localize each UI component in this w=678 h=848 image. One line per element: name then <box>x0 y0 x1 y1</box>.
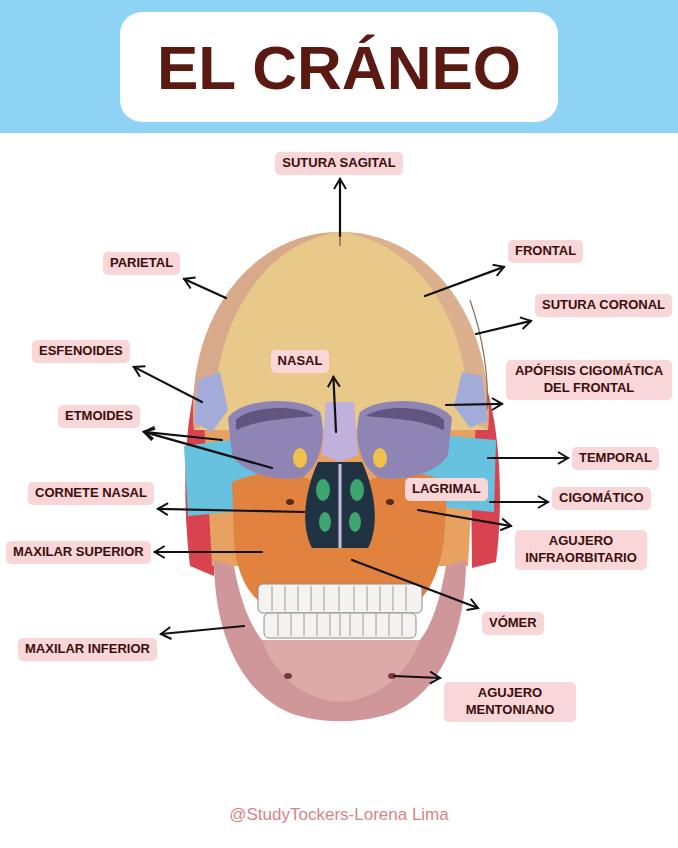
teeth-gaps <box>278 614 402 636</box>
nasal-concha <box>316 479 330 501</box>
label-text: CIGOMÁTICO <box>559 490 644 507</box>
frontal-bone <box>193 232 488 430</box>
leader-arrow <box>161 626 244 634</box>
orbit-shadow <box>366 408 444 430</box>
label-text: SUTURA CORONAL <box>542 297 665 314</box>
label-box: FRONTAL <box>508 240 583 263</box>
label-text: MAXILAR SUPERIOR <box>13 544 144 561</box>
mental-foramen <box>284 673 292 679</box>
orbit-shadow <box>236 408 314 430</box>
infraorbital-foramen <box>286 499 294 505</box>
label-box: SUTURA SAGITAL <box>275 152 402 175</box>
label-box: VÓMER <box>482 612 544 635</box>
label-text: APÓFISIS CIGOMÁTICA DEL FRONTAL <box>513 363 665 397</box>
lacrimal-bone <box>293 448 307 468</box>
leader-arrow <box>134 367 202 402</box>
mandible-chin <box>262 640 420 702</box>
label-box: ESFENOIDES <box>32 340 130 363</box>
label-box: AGUJERO INFRAORBITARIO <box>515 530 647 570</box>
leader-arrow <box>352 560 478 608</box>
label-text: FRONTAL <box>515 243 576 260</box>
label-text: SUTURA SAGITAL <box>282 155 395 172</box>
label-text: AGUJERO MENTONIANO <box>451 685 569 719</box>
nasal-concha <box>349 512 361 532</box>
vomer-septum <box>339 464 342 548</box>
leader-arrow <box>184 279 226 298</box>
sphenoid-bone <box>454 372 488 428</box>
watermark: @StudyTockers-Lorena Lima <box>229 805 448 825</box>
title-text: EL CRÁNEO <box>157 32 521 103</box>
leader-arrow <box>490 501 548 503</box>
label-text: NASAL <box>278 353 323 370</box>
teeth-gaps <box>272 586 406 611</box>
leader-arrow <box>333 377 336 432</box>
lacrimal-bone <box>373 448 387 468</box>
leader-arrow <box>394 676 440 678</box>
label-box: CIGOMÁTICO <box>552 487 651 510</box>
label-box: TEMPORAL <box>572 447 659 470</box>
label-box: NASAL <box>271 350 330 373</box>
parietal-bone <box>340 232 489 430</box>
leader-arrow <box>425 267 504 296</box>
label-box: MAXILAR INFERIOR <box>18 638 157 661</box>
upper-teeth <box>258 584 422 613</box>
leader-arrow <box>144 432 222 440</box>
nasal-concha <box>319 512 331 532</box>
label-box: AGUJERO MENTONIANO <box>444 682 576 722</box>
leader-arrow <box>476 321 531 334</box>
label-text: LAGRIMAL <box>412 481 481 498</box>
label-text: VÓMER <box>489 615 537 632</box>
label-box: PARIETAL <box>103 252 180 275</box>
label-box: LAGRIMAL <box>405 478 488 501</box>
nasal-cavity <box>305 462 375 548</box>
leader-arrow <box>488 457 568 459</box>
leader-arrow <box>418 510 511 526</box>
orbit <box>357 401 452 479</box>
leader-arrow <box>144 432 272 468</box>
label-box: SUTURA CORONAL <box>535 294 672 317</box>
orbit <box>228 401 323 479</box>
label-box: CORNETE NASAL <box>28 482 154 505</box>
nasal-concha <box>350 479 364 501</box>
label-text: AGUJERO INFRAORBITARIO <box>522 533 640 567</box>
lower-teeth <box>264 613 416 638</box>
label-text: CORNETE NASAL <box>35 485 147 502</box>
label-box: APÓFISIS CIGOMÁTICA DEL FRONTAL <box>506 360 672 400</box>
label-text: PARIETAL <box>110 255 173 272</box>
title-box: EL CRÁNEO <box>120 12 558 122</box>
leader-arrow <box>339 179 341 236</box>
nasal-bone <box>322 402 358 462</box>
label-text: MAXILAR INFERIOR <box>25 641 150 658</box>
sphenoid-bone <box>194 372 228 432</box>
label-box: MAXILAR SUPERIOR <box>6 541 151 564</box>
label-text: ETMOIDES <box>65 408 133 425</box>
infraorbital-foramen <box>386 499 394 505</box>
label-text: TEMPORAL <box>579 450 652 467</box>
label-text: ESFENOIDES <box>39 343 123 360</box>
leader-arrow <box>155 551 262 553</box>
label-box: ETMOIDES <box>58 405 140 428</box>
leader-arrow <box>446 404 502 405</box>
leader-arrow <box>158 509 304 512</box>
